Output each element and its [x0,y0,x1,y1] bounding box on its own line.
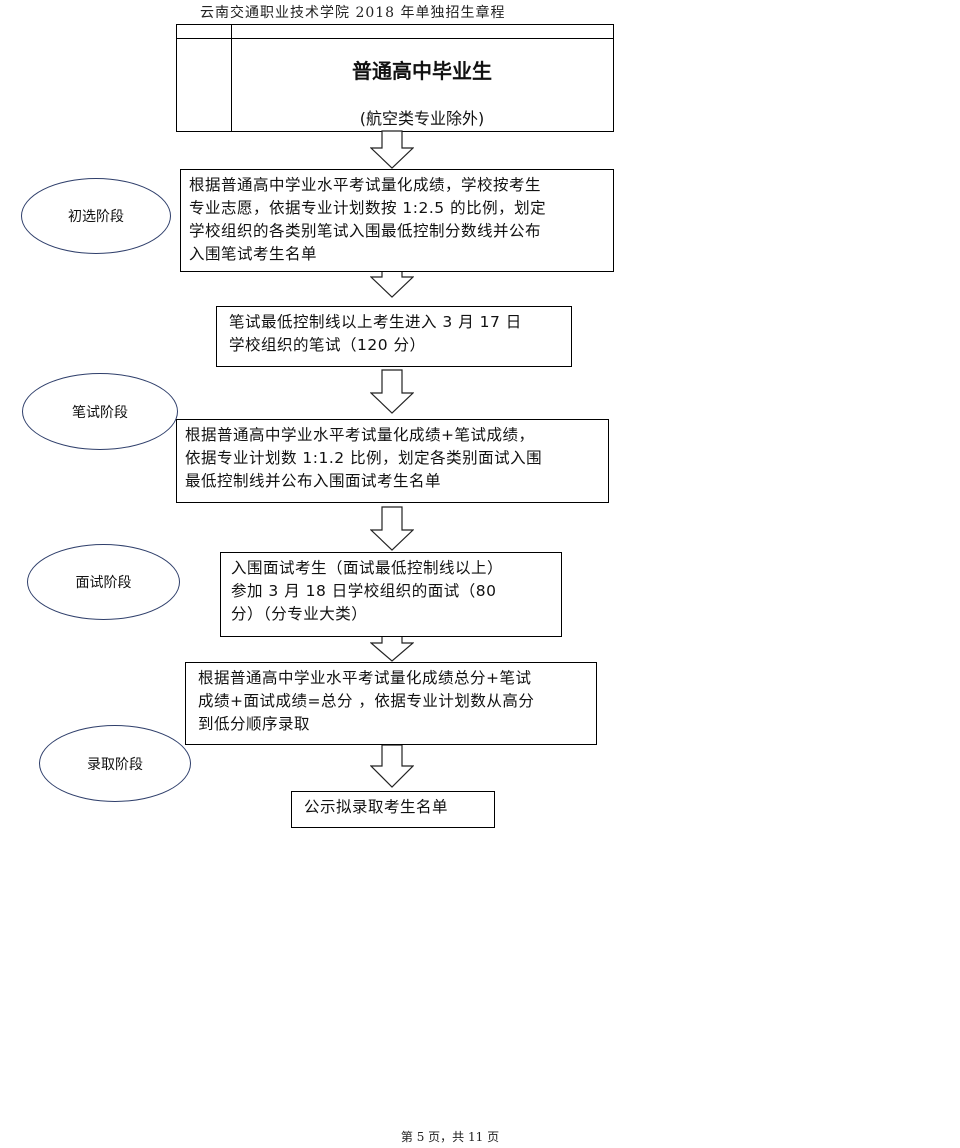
stage-admission: 录取阶段 [39,725,191,802]
down-arrow-icon [370,369,414,414]
stage-label: 面试阶段 [75,575,132,591]
step-interview-cutoff: 根据普通高中学业水平考试量化成绩+笔试成绩， 依据专业计划数 1:1.2 比例，… [176,419,609,503]
stage-written-exam: 笔试阶段 [22,373,178,450]
table-divider [177,38,613,39]
table-divider [231,25,232,131]
down-arrow-icon [370,130,414,169]
stage-initial-screening: 初选阶段 [21,178,171,254]
step-initial-screening: 根据普通高中学业水平考试量化成绩，学校按考生 专业志愿，依据专业计划数按 1:2… [180,169,614,272]
flow-subtitle: (航空类专业除外) [359,109,485,128]
document-header: 云南交通职业技术学院 2018 年单独招生章程 [200,5,506,21]
down-arrow-icon [370,506,414,551]
stage-label: 初选阶段 [68,209,124,225]
step-interview: 入围面试考生（面试最低控制线以上） 参加 3 月 18 日学校组织的面试（80 … [220,552,562,637]
step-total-score-admission: 根据普通高中学业水平考试量化成绩总分+笔试 成绩+面试成绩=总分 ，依据专业计划… [185,662,597,745]
top-title-table: 普通高中毕业生 (航空类专业除外) [176,24,614,132]
page-number: 第 5 页，共 11 页 [400,1130,500,1144]
stage-label: 笔试阶段 [72,404,128,421]
step-written-exam-entry: 笔试最低控制线以上考生进入 3 月 17 日 学校组织的笔试（120 分） [216,306,572,367]
down-arrow-icon [370,744,414,788]
page-footer: 第 5 页，共 11 页 [0,1128,960,1145]
stage-label: 录取阶段 [87,756,143,773]
stage-interview: 面试阶段 [27,544,180,620]
flow-title: 普通高中毕业生 [352,59,492,83]
step-publish-list: 公示拟录取考生名单 [291,791,495,828]
